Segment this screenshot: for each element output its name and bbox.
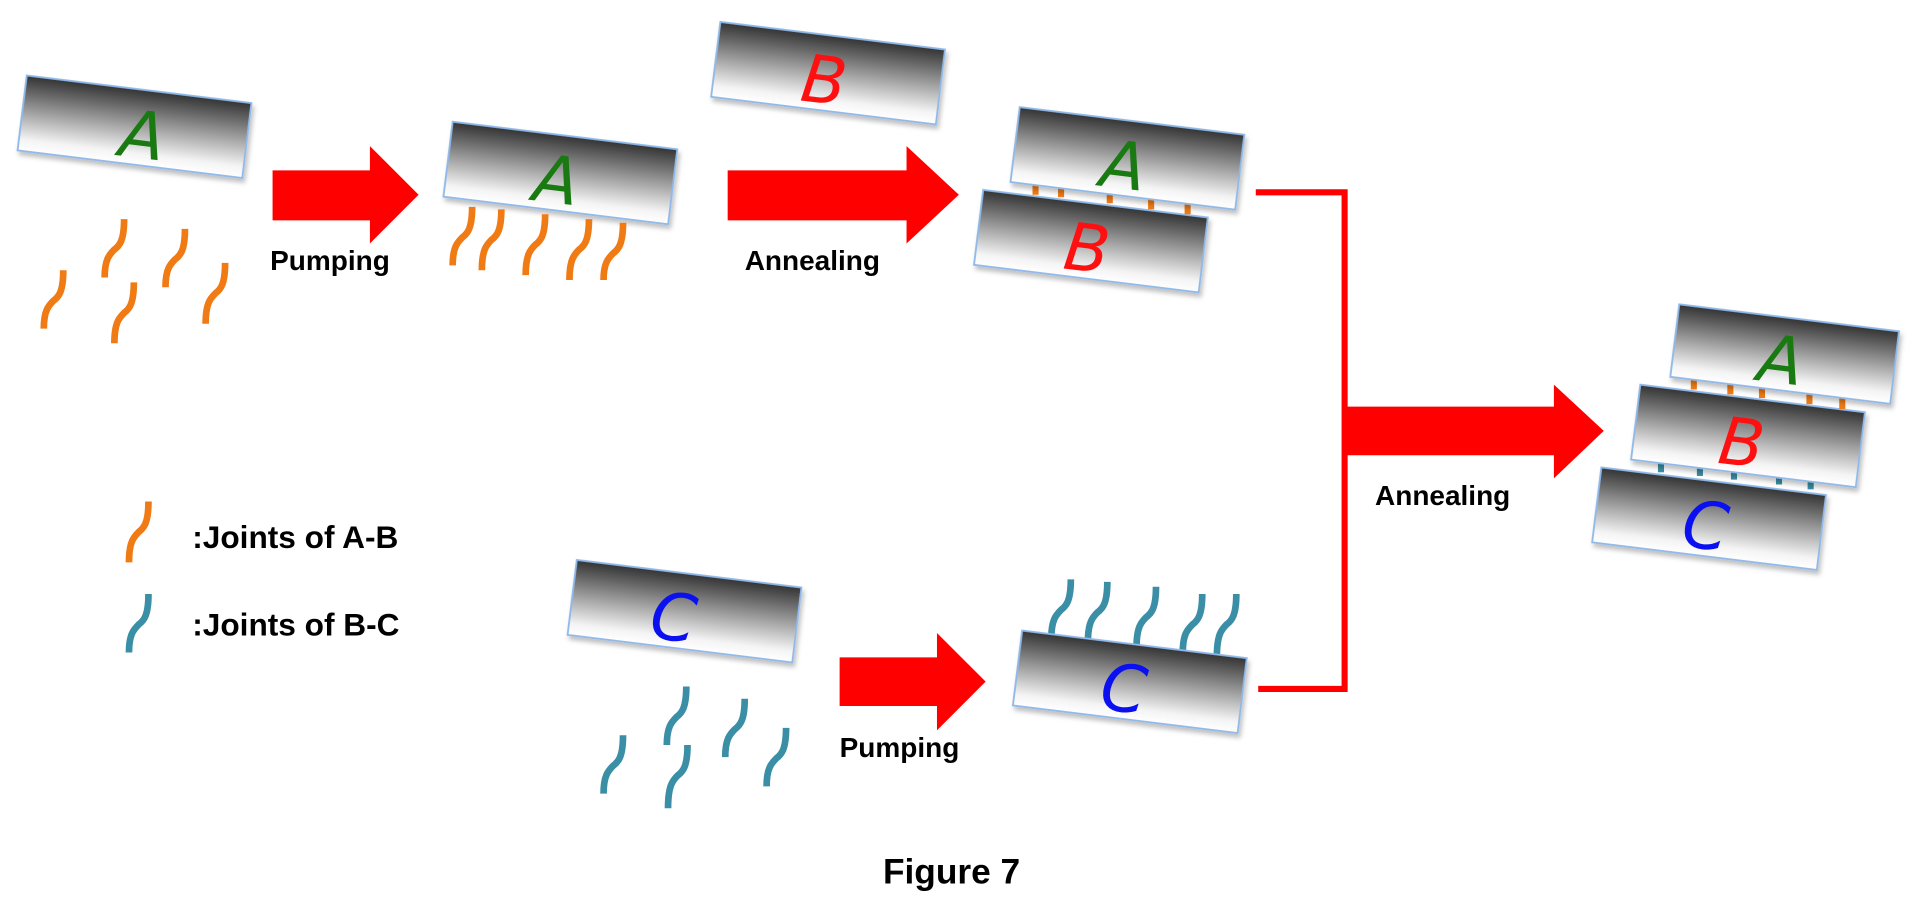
pumping-label-bc: Pumping <box>840 732 960 763</box>
joint-ab-2 <box>162 228 189 288</box>
plate-c-initial: C <box>566 558 803 664</box>
annealing-label-ab: Annealing <box>745 245 880 276</box>
plate-b-label: B <box>1060 209 1114 290</box>
pumping-label-ab: Pumping <box>270 245 390 276</box>
free-joints-ab <box>40 219 229 344</box>
joint-bc-5 <box>763 727 790 787</box>
plate-a-initial: A <box>16 74 253 179</box>
pumping-arrow-bc <box>839 632 986 731</box>
plate-b-label: B <box>1715 403 1769 484</box>
legend-label-ab: :Joints of A-B <box>192 519 398 555</box>
plate-c-pumped: C <box>1011 579 1248 735</box>
plate-c-label: C <box>1096 649 1151 730</box>
free-joints-bc <box>600 686 790 809</box>
annealing-label-abc: Annealing <box>1375 480 1510 511</box>
legend-joint-bc-icon <box>125 593 152 653</box>
plate-b-label: B <box>797 41 851 122</box>
legend: :Joints of A-B :Joints of B-C <box>125 501 400 653</box>
plate-c-label: C <box>646 578 701 659</box>
merge-connector <box>1255 189 1348 693</box>
legend-joint-ab-icon <box>125 501 152 563</box>
joint-bc-1 <box>663 686 690 746</box>
plate-b-initial: B <box>710 20 947 126</box>
annealing-arrow-ab <box>727 146 959 244</box>
figure-caption: Figure 7 <box>883 853 1020 892</box>
annealing-arrow-abc <box>1344 384 1604 479</box>
bonded-abc: C B A <box>1591 303 1901 571</box>
bonded-ab: B A <box>972 106 1246 294</box>
joint-bc-2 <box>721 698 749 758</box>
joint-ab-1 <box>101 219 128 278</box>
plate-c-label: C <box>1678 486 1733 567</box>
joint-ab-4 <box>111 282 138 344</box>
joint-bc-4 <box>664 744 691 809</box>
joint-ab-3 <box>40 270 67 329</box>
joint-bc-3 <box>600 735 627 794</box>
pumping-arrow-ab <box>272 146 419 244</box>
plate-a-pumped: A <box>442 120 679 281</box>
legend-label-bc: :Joints of B-C <box>192 606 399 642</box>
joint-ab-5 <box>202 262 229 324</box>
